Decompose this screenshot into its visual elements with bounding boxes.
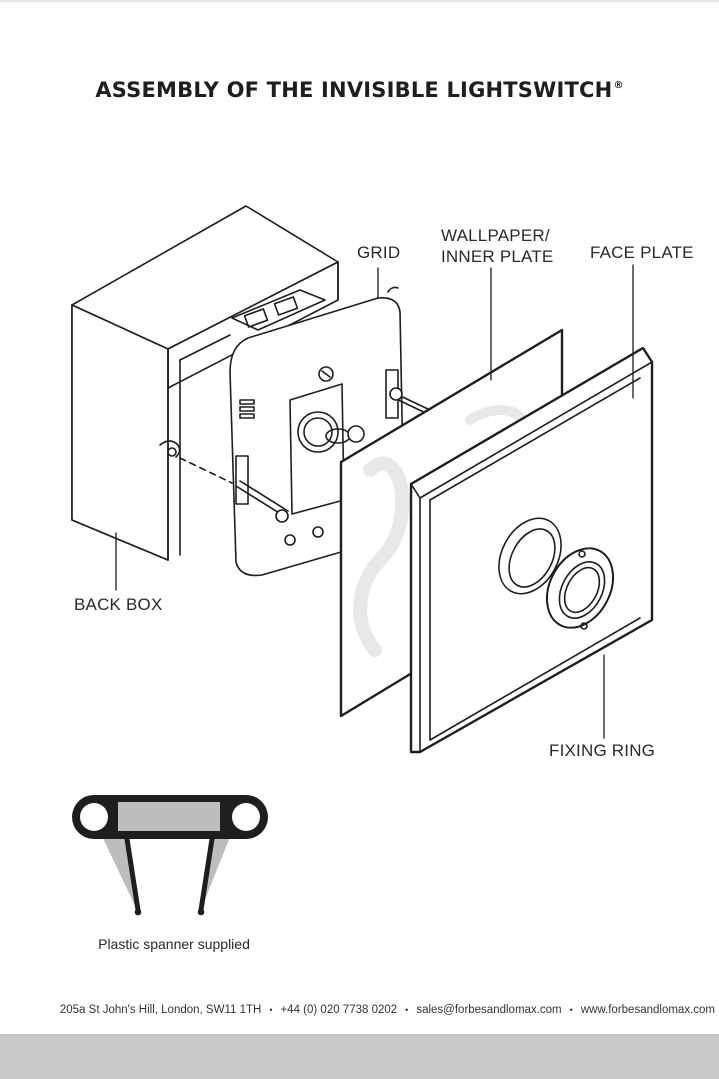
label-wallpaper-line2: INNER PLATE xyxy=(441,247,554,266)
label-wallpaper-line1: WALLPAPER/ xyxy=(441,226,550,245)
footer-separator: • xyxy=(569,1005,573,1015)
label-grid: GRID xyxy=(357,243,401,262)
footer-bar xyxy=(0,1034,719,1079)
page-title: ASSEMBLY OF THE INVISIBLE LIGHTSWITCH® xyxy=(95,78,624,102)
footer-separator: • xyxy=(269,1005,273,1015)
registered-mark: ® xyxy=(613,80,624,91)
footer-email[interactable]: sales@forbesandlomax.com xyxy=(416,1004,562,1016)
footer-separator: • xyxy=(405,1005,409,1015)
footer-address: 205a St John's Hill, London, SW11 1TH xyxy=(59,1004,262,1016)
footer-website[interactable]: www.forbesandlomax.com xyxy=(580,1004,715,1016)
label-face-plate: FACE PLATE xyxy=(590,243,694,262)
top-rule xyxy=(0,0,719,2)
footer-contact: 205a St John's Hill, London, SW11 1TH • +4… xyxy=(0,1004,719,1016)
spanner-caption: Plastic spanner supplied xyxy=(98,936,250,952)
footer-phone: +44 (0) 020 7738 0202 xyxy=(280,1004,398,1016)
leader-lines xyxy=(115,264,634,739)
plastic-spanner xyxy=(72,795,268,916)
label-fixing-ring: FIXING RING xyxy=(549,741,656,760)
fixing-ring xyxy=(498,517,615,630)
label-back-box: BACK BOX xyxy=(74,595,163,614)
